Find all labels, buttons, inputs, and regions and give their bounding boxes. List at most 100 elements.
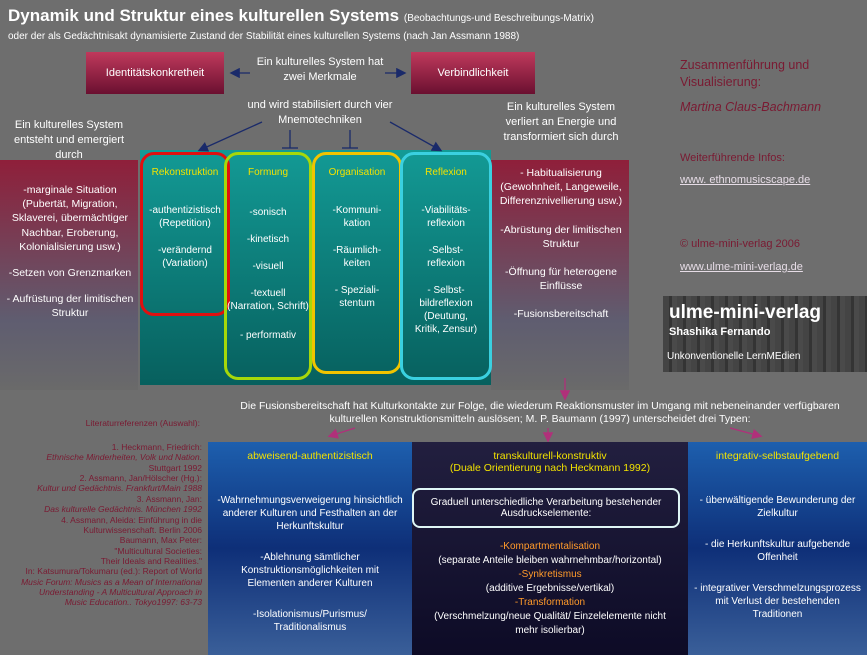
column-rekonstruktion: Rekonstruktion -authentizistisch (Repeti…: [140, 152, 230, 316]
arrow-type-right: [729, 427, 763, 440]
type-middle-list: -Kompartmentalisation (separate Anteile …: [412, 540, 688, 638]
identity-box: Identitätskonkretheit: [86, 52, 224, 94]
lit-italic: Music Education.. Tokyo1997: 63-73: [64, 597, 202, 608]
title-note: (Beobachtungs-und Beschreibungs-Matrix): [403, 13, 594, 24]
type-left-item: -Wahrnehmungsverweigerung hinsichtlich a…: [217, 495, 403, 532]
column-reflexion: Reflexion -Viabilitäts-reflexion -Selbst…: [400, 152, 492, 380]
lit-italic: Music Forum: Musics as a Mean of Interna…: [21, 576, 202, 587]
k-text: (separate Anteile bleiben wahrnehmbar/ho…: [438, 555, 662, 566]
type-left-item: -Isolationismus/Purismus/ Traditionalism…: [253, 609, 367, 633]
column-item: -sonisch: [249, 207, 287, 218]
lit-line: Baumann, Max Peter:: [119, 535, 202, 546]
lit-line: Their Ideals and Realities.": [100, 555, 202, 566]
literature-heading: Literaturreferenzen (Auswahl):: [85, 418, 200, 428]
copyright: © ulme-mini-verlag 2006: [680, 238, 800, 250]
left-item: - Aufrüstung der limitischen Struktur: [6, 293, 134, 320]
left-item: -Setzen von Grenzmarken: [8, 266, 132, 279]
page-subtitle: oder der als Gedächtnisakt dynamisierte …: [8, 31, 520, 42]
lit-italic: Das kulturelle Gedächtnis. München 1992: [44, 504, 202, 515]
title-text: Dynamik und Struktur eines kulturellen S…: [8, 6, 400, 25]
link-ulme-mini-verlag[interactable]: www.ulme-mini-verlag.de: [680, 261, 803, 273]
column-item: -authentizistisch (Repetition): [149, 205, 221, 229]
lit-line: Ethnische Minderheiten, Volk und Nation.: [4, 452, 202, 462]
right-panel-bg: [491, 160, 629, 390]
fusion-text: Die Fusionsbereitschaft hat Kulturkontak…: [240, 400, 840, 426]
lit-line: "Multicultural Societies:: [114, 545, 202, 556]
lit-line: 4. Assmann, Aleida: Einführung in die: [61, 514, 202, 525]
type-right-panel: integrativ-selbstaufgebend - überwältige…: [688, 442, 867, 655]
lit-italic: Understanding - A Multicultural Approach…: [39, 587, 202, 598]
type-left-panel: abweisend-authentizistisch -Wahrnehmungs…: [208, 442, 412, 655]
right-item: -Fusionsbereitschaft: [513, 308, 609, 321]
column-item: -Selbst-reflexion: [427, 245, 465, 269]
arrow-type-left: [327, 427, 356, 439]
type-middle-panel: transkulturell-konstruktiv (Duale Orient…: [412, 442, 688, 655]
center-text-2: und wird stabilisiert durch vier Mnemote…: [247, 99, 393, 126]
credit-author: Martina Claus-Bachmann: [680, 100, 822, 114]
column-item: - performativ: [239, 330, 297, 341]
s-text: (additive Ergebnisse/vertikal): [485, 583, 615, 594]
column-item: -visuell: [252, 261, 284, 272]
lit-line: Music Education.. Tokyo1997: 63-73: [4, 597, 202, 607]
left-panel-bg: [0, 160, 138, 390]
column-title: Rekonstruktion: [151, 167, 219, 178]
logo-subtitle: Shashika Fernando: [669, 326, 771, 338]
center-text-1: Ein kulturelles System hat zwei Merkmale: [256, 56, 384, 83]
right-item: -Öffnung für heterogene Einflüsse: [505, 265, 617, 293]
column-item: -textuell (Narration, Schrift): [227, 288, 309, 312]
t-label: -Transformation: [514, 597, 586, 608]
lit-line: Kultur und Gedächtnis. Frankfurt/Main 19…: [4, 483, 202, 493]
column-item: -Räumlich-keiten: [332, 245, 382, 269]
k-label: -Kompartmentalisation: [499, 541, 601, 552]
column-item: -kinetisch: [246, 234, 290, 245]
type-middle-boxed: Graduell unterschiedliche Verarbeitung b…: [412, 488, 680, 528]
t-text: (Verschmelzung/neue Qualität/ Einzelelem…: [434, 611, 666, 636]
column-item: - Selbst-bildreflexion (Deutung, Kritik,…: [414, 285, 478, 335]
column-item: -verändernd (Variation): [158, 245, 212, 269]
type-right-item: - die Herkunftskultur aufgebende Offenhe…: [704, 539, 851, 563]
s-label: -Synkretismus: [518, 569, 582, 580]
type-left-item: -Ablehnung sämtlicher Konstruktionsmögli…: [241, 552, 379, 589]
logo-texture: [663, 296, 867, 372]
right-list: - Habitualisierung (Gewohnheit, Langewei…: [496, 166, 626, 331]
lit-line: 3. Assmann, Jan:: [136, 493, 202, 504]
lit-line: Das kulturelle Gedächtnis. München 1992: [4, 504, 202, 514]
lit-line: Music Forum: Musics as a Mean of Interna…: [4, 577, 202, 587]
column-item: -Kommuni-kation: [332, 205, 382, 229]
lit-line: In: Katsumura/Tokumaru (ed.): Report of …: [25, 566, 202, 577]
columns-bg: [140, 150, 491, 385]
link-ethnomusicscape[interactable]: www. ethnomusicscape.de: [680, 174, 811, 186]
logo-tagline: Unkonventionelle LernMEdien: [667, 351, 801, 362]
literature-list: 1. Heckmann, Friedrich: Ethnische Minder…: [4, 442, 202, 608]
arrow-rekonstruktion: [197, 121, 263, 152]
column-formung: Formung -sonisch -kinetisch -visuell -te…: [224, 152, 312, 380]
type-right-item: - überwältigende Bewunderung der Zielkul…: [699, 495, 856, 519]
column-title: Formung: [247, 167, 288, 178]
right-intro: Ein kulturelles System verliert an Energ…: [503, 101, 619, 143]
left-intro: Ein kulturelles System entsteht und emer…: [13, 119, 125, 161]
column-title: Organisation: [328, 167, 386, 178]
lit-line: 1. Heckmann, Friedrich:: [111, 442, 202, 452]
column-item: - Speziali-stentum: [334, 285, 380, 309]
lit-line: 2. Assmann, Jan/Hölscher (Hg.):: [79, 473, 202, 484]
type-right-item: - integrativer Verschmelzungsprozess mit…: [694, 583, 861, 620]
page-title: Dynamik und Struktur eines kulturellen S…: [8, 6, 594, 26]
obligation-box: Verbindlichkeit: [411, 52, 535, 94]
lit-line: Stuttgart 1992: [148, 462, 202, 473]
arrow-reflexion: [389, 121, 443, 152]
type-middle-title: transkulturell-konstruktiv: [493, 450, 607, 462]
lit-italic: Ethnische Minderheiten, Volk und Nation.: [46, 452, 202, 463]
right-item: -Abrüstung der limitischen Struktur: [500, 223, 622, 250]
column-title: Reflexion: [425, 167, 467, 178]
type-middle-subtitle: (Duale Orientierung nach Heckmann 1992): [449, 462, 651, 474]
right-item: - Habitualisierung (Gewohnheit, Langewei…: [499, 167, 623, 208]
lit-line: Understanding - A Multicultural Approach…: [4, 587, 202, 597]
type-right-title: integrativ-selbstaufgebend: [715, 450, 840, 462]
type-left-title: abweisend-authentizistisch: [247, 450, 373, 462]
links-label: Weiterführende Infos:: [680, 152, 785, 164]
lit-italic: Kultur und Gedächtnis. Frankfurt/Main 19…: [37, 483, 202, 494]
column-item: -Viabilitäts-reflexion: [421, 205, 471, 229]
publisher-logo: ulme-mini-verlag Shashika Fernando Unkon…: [663, 296, 867, 372]
lit-line: Kulturwissenschaft. Berlin 2006: [83, 524, 202, 535]
